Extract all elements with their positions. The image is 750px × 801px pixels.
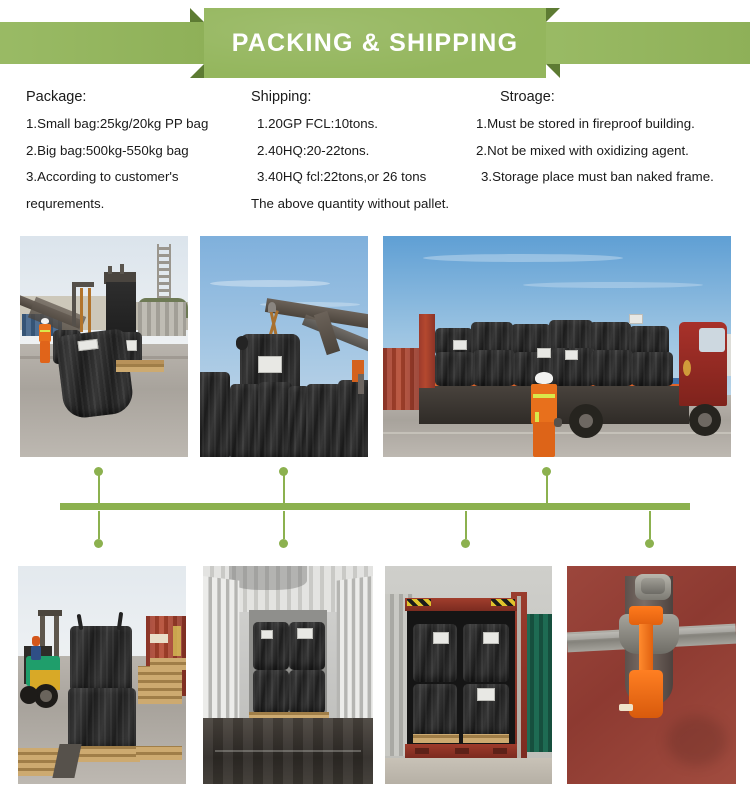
- page-banner: PACKING & SHIPPING: [0, 0, 750, 90]
- package-line-2: 2.Big bag:500kg-550kg bag: [26, 142, 189, 158]
- package-line-1: 1.Small bag:25kg/20kg PP bag: [26, 115, 209, 131]
- timeline-divider: [0, 455, 750, 560]
- photo-container-doors-open-loaded: [385, 566, 552, 784]
- storage-line-3: 3.Storage place must ban naked frame.: [481, 169, 714, 185]
- ribbon-fold-bottom-left: [190, 64, 204, 78]
- package-line-3: 3.According to customer's: [26, 169, 179, 185]
- photo-container-bolt-seal: [567, 566, 736, 784]
- storage-heading: Stroage:: [500, 89, 555, 105]
- storage-line-2: 2.Not be mixed with oxidizing agent.: [476, 142, 689, 158]
- ribbon-fold-top-left: [190, 8, 204, 22]
- shipping-line-2: 2.40HQ:20-22tons.: [257, 142, 370, 158]
- ribbon-fold-bottom-right: [546, 64, 560, 78]
- ribbon-tail-left: [0, 22, 205, 64]
- photo-truck-loaded-with-bags: [383, 236, 731, 457]
- shipping-line-4: The above quantity without pallet.: [251, 195, 450, 211]
- shipping-line-1: 1.20GP FCL:10tons.: [257, 115, 378, 131]
- page-title: PACKING & SHIPPING: [231, 28, 519, 57]
- photo-forklift-stacked-bags-pallets: [18, 566, 186, 784]
- ribbon-fold-top-right: [546, 8, 560, 22]
- info-columns: Package: 1.Small bag:25kg/20kg PP bag 2.…: [0, 89, 750, 230]
- photo-crane-hoisting-single-bag: [200, 236, 368, 457]
- shipping-heading: Shipping:: [251, 89, 312, 105]
- photo-container-interior-loaded: [203, 566, 373, 784]
- info-column-package: Package: 1.Small bag:25kg/20kg PP bag 2.…: [26, 89, 256, 223]
- photo-crane-loading-bulk-bags-yard: [20, 236, 188, 457]
- info-column-shipping: Shipping: 1.20GP FCL:10tons. 2.40HQ:20-2…: [251, 89, 499, 223]
- ribbon-tail-right: [545, 22, 750, 64]
- timeline-bar: [60, 503, 690, 510]
- package-line-4: requrements.: [26, 195, 105, 211]
- info-column-storage: Stroage: 1.Must be stored in fireproof b…: [476, 89, 744, 197]
- banner-center-panel: PACKING & SHIPPING: [204, 8, 546, 78]
- storage-line-1: 1.Must be stored in fireproof building.: [476, 115, 695, 131]
- package-heading: Package:: [26, 89, 87, 105]
- shipping-line-3: 3.40HQ fcl:22tons,or 26 tons: [257, 169, 427, 185]
